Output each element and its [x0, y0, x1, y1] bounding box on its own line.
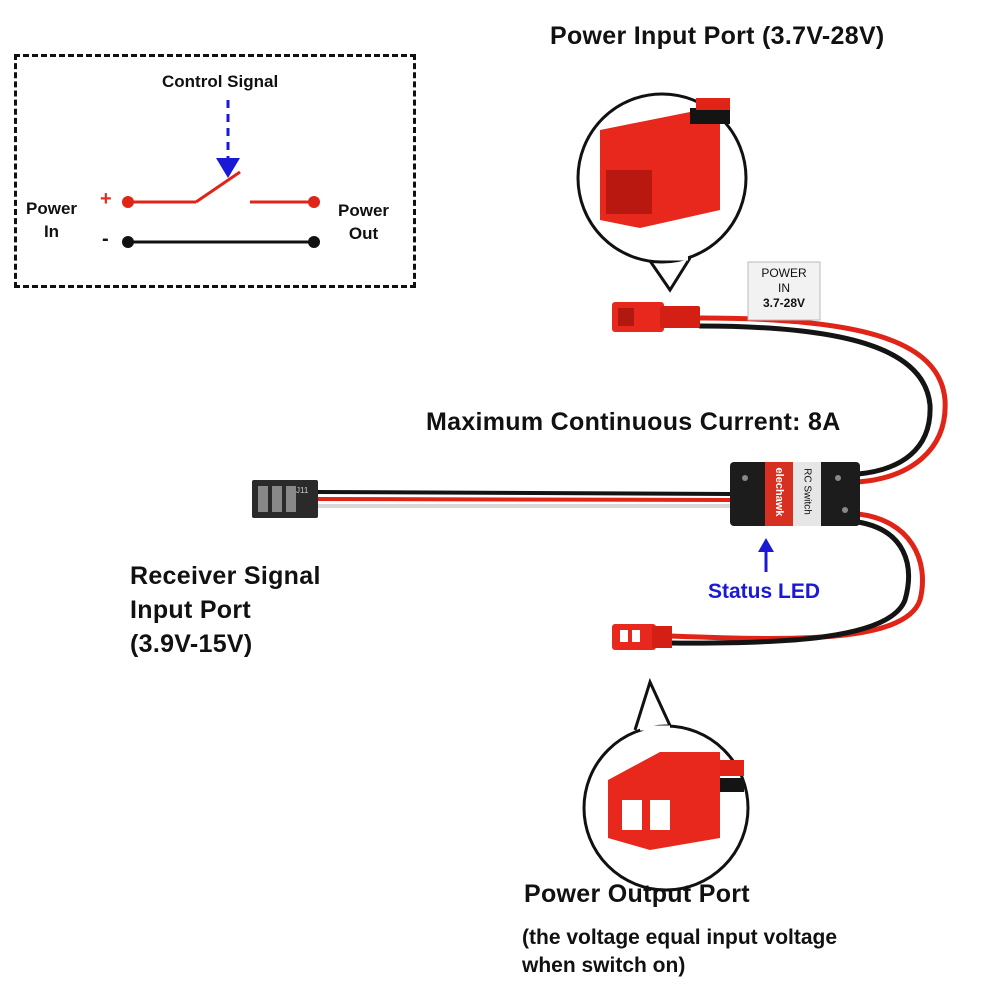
plus-sign: +	[100, 188, 112, 210]
power-in-tag	[747, 261, 821, 321]
receiver-servo-connector	[252, 480, 318, 518]
schematic-lines	[122, 100, 320, 248]
power-input-zoom-bubble	[576, 92, 748, 293]
status-led-label: Status LED	[708, 580, 821, 603]
power-output-port-label: Power Output Port	[524, 880, 750, 908]
power-input-port-label: Power Input Port (3.7V-28V)	[550, 22, 885, 50]
switch-lever	[195, 170, 241, 204]
control-arrow-icon	[216, 158, 240, 178]
board-brand-text: elechawk	[773, 467, 785, 517]
wires	[316, 315, 948, 646]
power-in-label: Power In	[26, 199, 78, 241]
control-signal-label: Control Signal	[162, 72, 279, 91]
output-note: (the voltage equal input voltage when sw…	[522, 926, 838, 978]
status-led-arrow-icon	[758, 538, 774, 552]
servo-connector-text: J11	[296, 486, 309, 495]
switch-schematic	[14, 54, 416, 288]
receiver-port-label: Receiver Signal Input Port (3.9V-15V)	[130, 562, 321, 658]
power-out-label: Power Out	[338, 201, 390, 243]
minus-sign: -	[102, 228, 109, 250]
power-out-jst-plug	[612, 624, 672, 650]
board-model-text: RC Switch	[801, 468, 813, 515]
power-in-jst-plug	[612, 302, 700, 332]
power-in-tag-text: POWER IN 3.7-28V	[761, 266, 807, 310]
max-current-label: Maximum Continuous Current: 8A	[426, 408, 841, 436]
power-output-zoom-bubble	[582, 677, 750, 892]
rc-switch-board	[730, 462, 860, 526]
